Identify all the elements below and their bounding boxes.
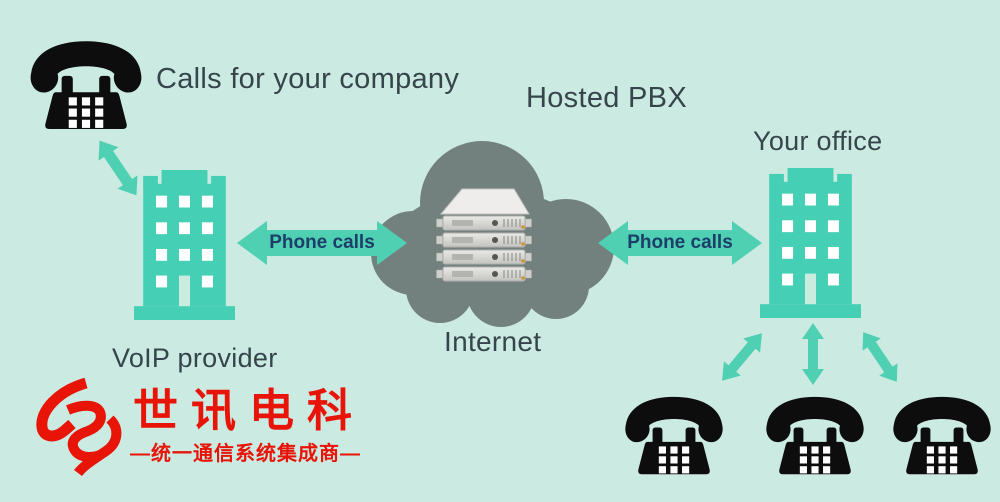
brand-logomark (36, 377, 122, 477)
internet-label: Internet (444, 326, 542, 357)
voip-provider-label: VoIP provider (112, 343, 278, 373)
server-rack-icon (436, 188, 532, 282)
brand-name: 世讯电科 (133, 385, 366, 436)
arrow-office-to-phone-1 (722, 333, 762, 381)
arrow-office-to-phone-2 (802, 323, 824, 385)
office-phone-1-icon (625, 396, 723, 475)
server-unit (436, 266, 532, 282)
calls-for-company-label: Calls for your company (156, 63, 460, 95)
phone-calls-right-label: Phone calls (627, 232, 733, 253)
arrow-provider-to-cloud (237, 221, 407, 265)
server-unit (436, 215, 532, 231)
hosted-pbx-title: Hosted PBX (526, 82, 687, 114)
voip-provider-building-icon (134, 170, 235, 320)
server-unit (436, 249, 532, 265)
arrow-office-to-phone-3 (862, 332, 898, 382)
connection-arrows (98, 140, 898, 385)
office-phone-2-icon (766, 396, 864, 475)
arrow-cloud-to-office (598, 221, 762, 265)
arrow-phone-to-provider (98, 140, 138, 196)
phone-calls-left-label: Phone calls (269, 232, 375, 253)
server-unit (436, 232, 532, 248)
office-phone-3-icon (893, 396, 991, 475)
incoming-call-phone-icon (30, 41, 142, 129)
brand-tagline: —统一通信系统集成商— (130, 443, 361, 465)
your-office-label: Your office (753, 126, 883, 156)
office-building-icon (760, 168, 861, 318)
